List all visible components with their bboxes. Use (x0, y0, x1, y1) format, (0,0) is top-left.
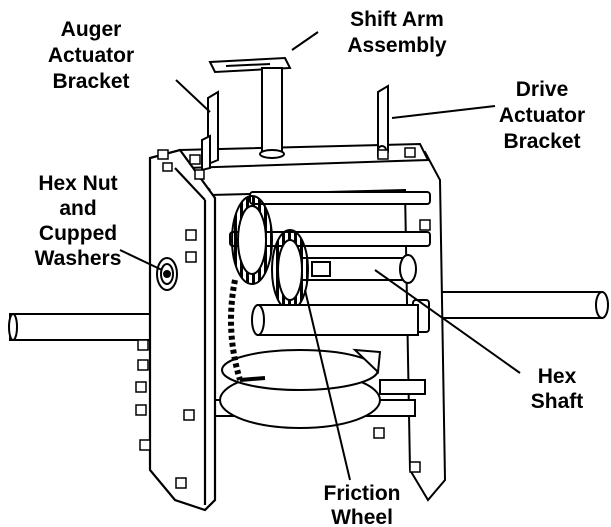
label-auger-1: Auger (61, 18, 122, 41)
label-friction-2: Wheel (331, 506, 393, 527)
callout-shift-arm: Shift Arm Assembly (347, 8, 447, 57)
label-auger-3: Bracket (52, 70, 129, 93)
label-hexnut-4: Washers (35, 247, 122, 270)
label-hex-shaft-2: Shaft (531, 390, 584, 413)
label-hexnut-1: Hex Nut (38, 172, 117, 195)
label-friction-1: Friction (324, 482, 401, 505)
label-hex-shaft-1: Hex (538, 365, 577, 388)
hex-shaft (299, 254, 417, 284)
hex-nut-cupped-washers (156, 257, 178, 291)
callout-drive-actuator: Drive Actuator Bracket (499, 78, 585, 153)
leader-lines (119, 31, 521, 481)
callout-auger-actuator: Auger Actuator Bracket (48, 18, 134, 93)
label-drive-2: Actuator (499, 104, 585, 127)
callout-hex-nut: Hex Nut and Cupped Washers (35, 172, 122, 270)
label-hexnut-2: and (59, 197, 96, 220)
shift-arm-assembly (208, 56, 292, 159)
gear-assembly (228, 195, 419, 382)
label-hexnut-3: Cupped (39, 222, 117, 245)
callout-hex-shaft: Hex Shaft (531, 365, 584, 413)
drive-actuator-bracket (377, 84, 389, 158)
bolt-heads (135, 147, 431, 489)
label-drive-3: Bracket (503, 130, 580, 153)
label-shift-arm-1: Shift Arm (350, 8, 444, 31)
label-shift-arm-2: Assembly (347, 34, 447, 57)
front-frame-plate (148, 148, 217, 512)
auger-actuator-bracket (201, 90, 219, 172)
label-drive-1: Drive (516, 78, 569, 101)
label-auger-2: Actuator (48, 44, 134, 67)
callout-friction-wheel: Friction Wheel (324, 482, 401, 527)
friction-disc (219, 348, 382, 429)
